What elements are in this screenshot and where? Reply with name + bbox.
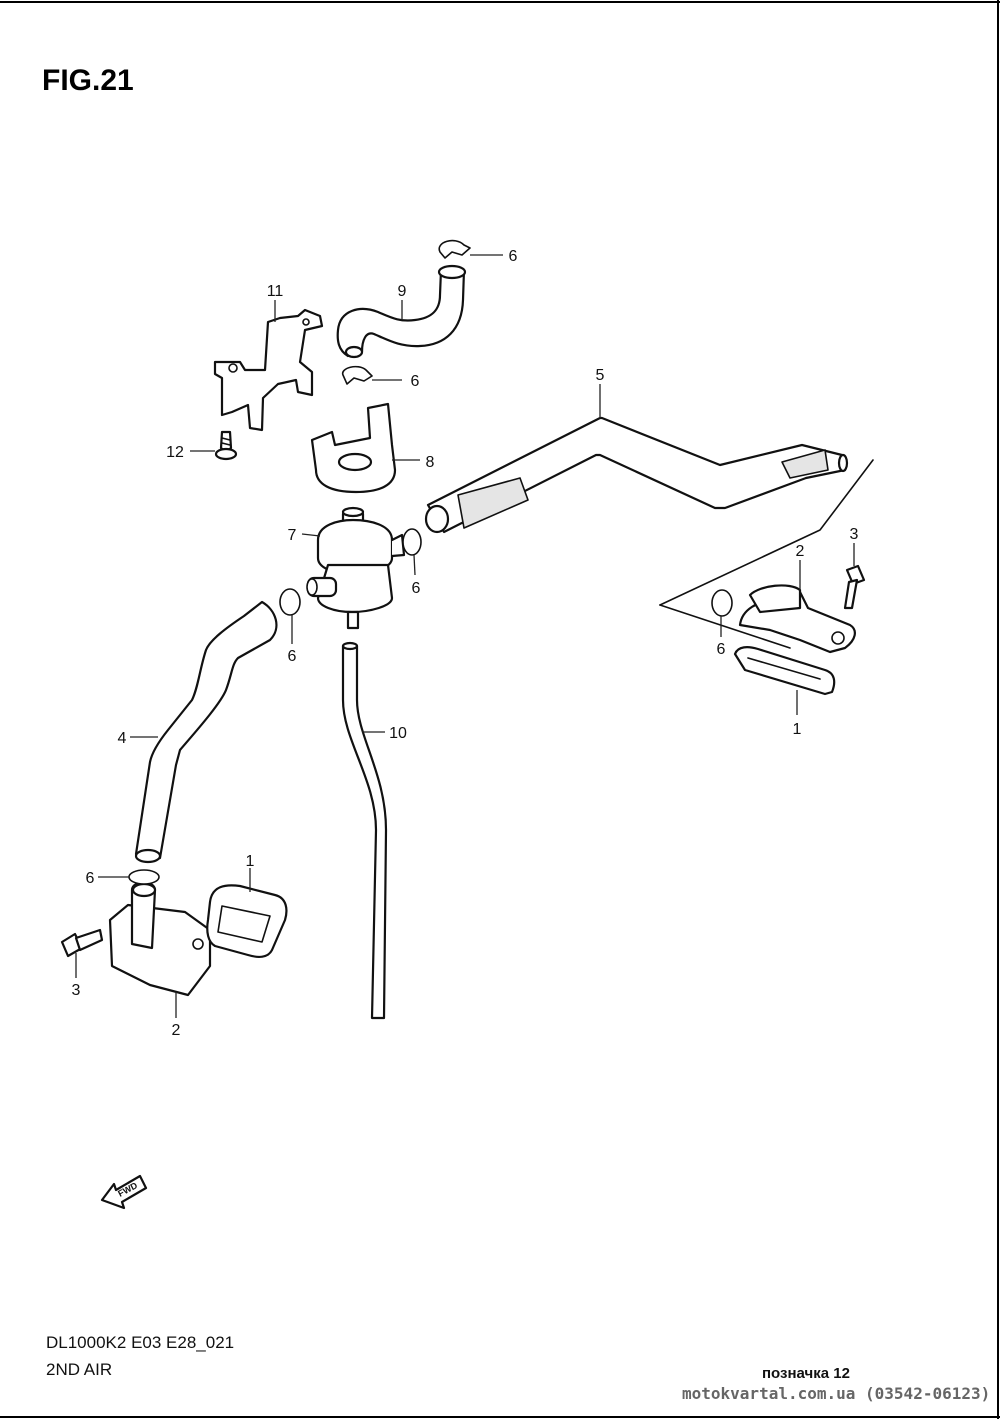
part-2-cover-right — [659, 459, 874, 654]
callout-11: 11 — [267, 283, 284, 300]
section-name: 2ND AIR — [46, 1360, 112, 1379]
callout-10: 10 — [389, 725, 407, 742]
callout-2-right: 2 — [796, 543, 805, 560]
part-10-hose — [341, 641, 388, 1020]
watermark-text: motokvartal.com.ua (03542-06123) — [682, 1384, 990, 1403]
callout-numbers: 6 9 11 6 5 12 8 7 6 3 2 6 1 6 4 10 1 6 3… — [72, 248, 859, 1039]
callout-2-left: 2 — [172, 1022, 181, 1039]
part-4-hose — [134, 600, 278, 864]
part-5-hose — [424, 416, 849, 534]
leader-lines — [75, 254, 855, 1018]
callout-9: 9 — [398, 283, 407, 300]
callout-8: 8 — [426, 454, 435, 471]
model-code: DL1000K2 E03 E28_021 — [46, 1333, 234, 1352]
callout-6-valve: 6 — [412, 580, 421, 597]
callout-6-left: 6 — [86, 870, 95, 887]
callout-6-mid: 6 — [411, 373, 420, 390]
part-1-gasket-left — [206, 884, 288, 958]
part-12-screw — [214, 430, 238, 461]
callout-3-left: 3 — [72, 982, 81, 999]
fwd-arrow-icon: FWD — [100, 1174, 148, 1210]
callout-6-top: 6 — [509, 248, 518, 265]
callout-1-left: 1 — [246, 853, 255, 870]
part-3-bolt-right — [843, 564, 866, 610]
figure-title: FIG.21 — [42, 64, 134, 97]
part-9-hose — [336, 264, 467, 359]
callout-6-right: 6 — [717, 641, 726, 658]
marker-text: позначка 12 — [762, 1365, 850, 1382]
callout-5: 5 — [596, 367, 605, 384]
callout-6-left-hose: 6 — [288, 648, 297, 665]
part-8-mount — [310, 402, 397, 494]
part-7-valve — [306, 506, 406, 630]
part-3-bolt-left — [60, 928, 104, 958]
part-11-bracket — [213, 308, 324, 432]
callout-3-right: 3 — [850, 526, 859, 543]
part-2-cover-left — [108, 881, 212, 997]
callout-12: 12 — [166, 444, 184, 461]
callout-7: 7 — [288, 527, 297, 544]
part-1-gasket-right — [733, 646, 836, 696]
callout-4: 4 — [118, 730, 127, 747]
callout-1-right: 1 — [793, 721, 802, 738]
